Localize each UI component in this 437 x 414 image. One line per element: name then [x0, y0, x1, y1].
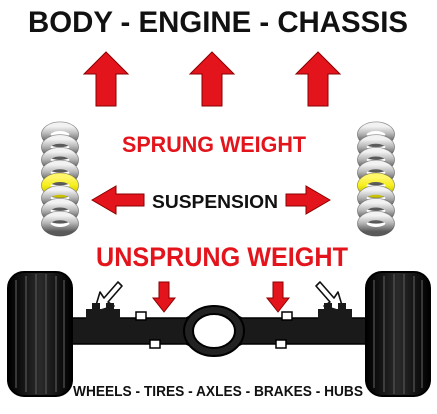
sprung-weight-label: SPRUNG WEIGHT — [122, 132, 307, 157]
coil-spring-icon — [41, 121, 79, 237]
suspension-label: SUSPENSION — [152, 192, 278, 212]
coil-spring-icon — [357, 121, 395, 237]
left-right-arrow-icon — [91, 185, 331, 215]
unsprung-weight-label: UNSPRUNG WEIGHT — [96, 242, 348, 272]
wheel-icon — [365, 271, 431, 397]
up-arrow-icon — [82, 51, 130, 107]
title: BODY - ENGINE - CHASSIS — [28, 6, 408, 39]
wheel-icon — [7, 271, 73, 397]
down-arrow-icon — [151, 281, 177, 313]
components-label: WHEELS - TIRES - AXLES - BRAKES - HUBS — [73, 383, 363, 400]
up-arrow-icon — [294, 51, 342, 107]
axle-icon — [69, 303, 369, 357]
up-arrow-icon — [188, 51, 236, 107]
down-arrow-icon — [265, 281, 291, 313]
